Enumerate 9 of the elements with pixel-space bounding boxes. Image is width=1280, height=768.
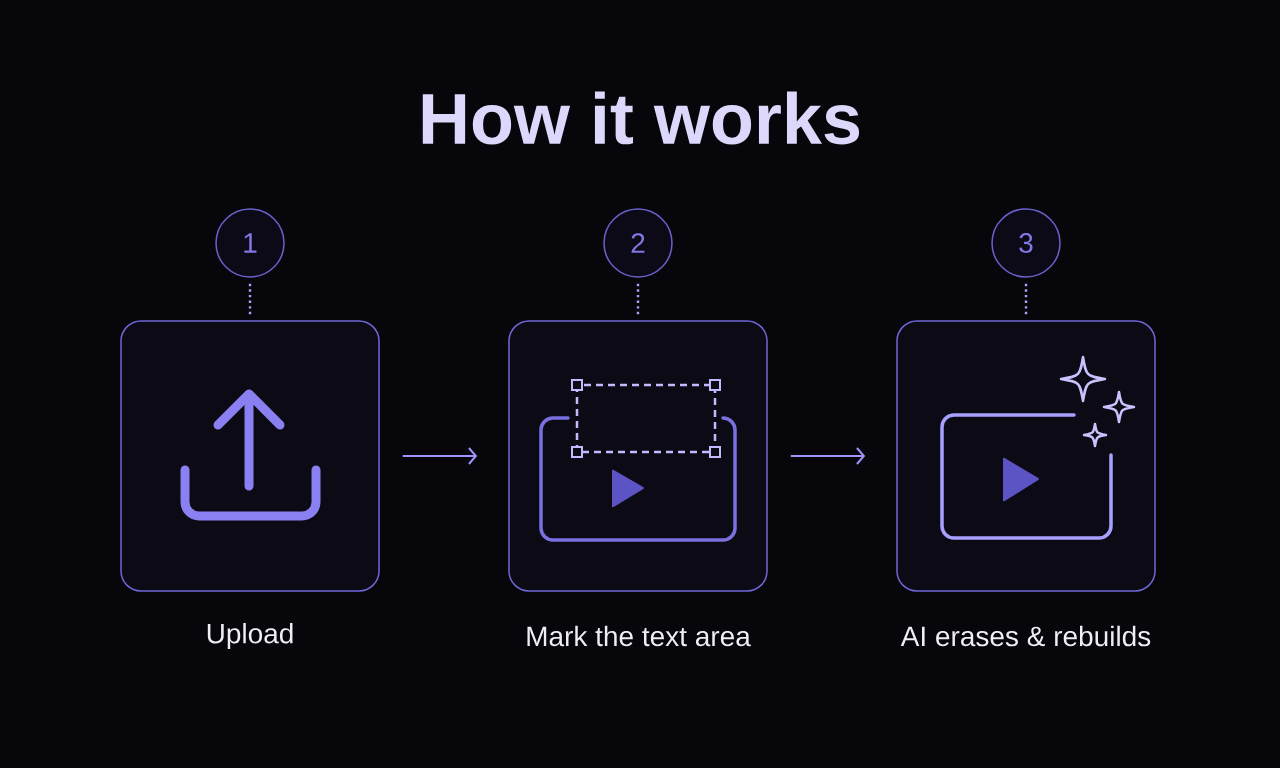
step-caption: Upload: [207, 622, 293, 650]
dotted-connector: [636, 283, 640, 317]
title: How it works: [422, 91, 860, 145]
step-caption: Mark the text area: [527, 625, 751, 647]
arrow: [401, 447, 478, 465]
dotted-connector: [1024, 283, 1028, 317]
step-caption: AI erases & rebuilds: [900, 625, 1151, 647]
arrow: [789, 447, 866, 465]
dotted-connector: [248, 283, 252, 317]
